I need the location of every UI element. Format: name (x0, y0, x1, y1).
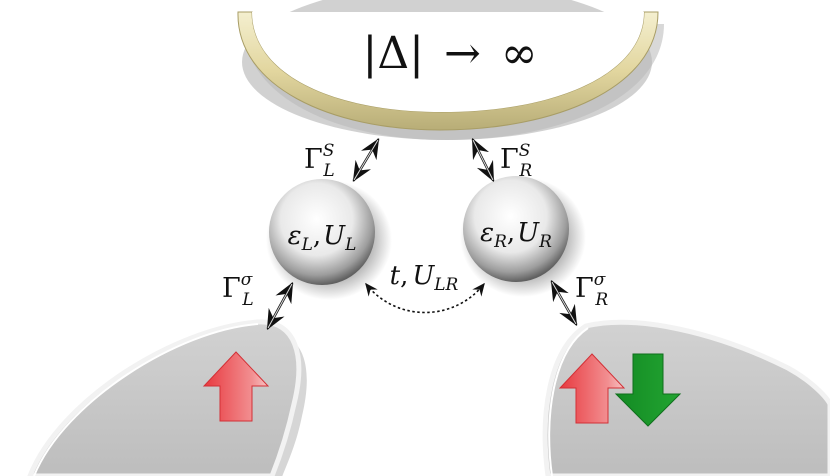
arrow-left-dot-lead-sheen (267, 283, 293, 329)
coupling-arrows (266, 137, 578, 330)
arrow-right-dot-superconductor-sheen (472, 139, 494, 181)
right-spin-up-arrow (558, 353, 626, 424)
left-dot-sphere (269, 179, 375, 285)
right-spin-down-arrow (614, 353, 682, 427)
right-dot-sphere (463, 176, 569, 282)
left-spin-up-arrow (202, 351, 270, 422)
left-lead (27, 319, 307, 476)
superconductor: |Δ| → ∞ (237, 0, 664, 140)
left-lead-highlight (33, 323, 259, 476)
arrow-right-dot-lead-sheen (551, 281, 577, 325)
right-dot-label: εR,UR (480, 218, 552, 252)
right-lead-body (542, 319, 830, 476)
interdot-arrow (365, 282, 485, 314)
left-lead-body (27, 319, 302, 476)
right-lead (542, 319, 830, 476)
left-quantum-dot: εL,UL (266, 179, 392, 300)
superconductor-interior (252, 12, 644, 112)
interdot-label: t,ULR (390, 261, 459, 295)
left-dot-label: εL,UL (288, 221, 357, 255)
arrow-left-dot-superconductor-sheen (353, 139, 379, 181)
right-quantum-dot: εR,UR (460, 176, 586, 297)
right-lead-highlight (548, 327, 589, 476)
gap-label: |Δ| → ∞ (363, 28, 538, 79)
